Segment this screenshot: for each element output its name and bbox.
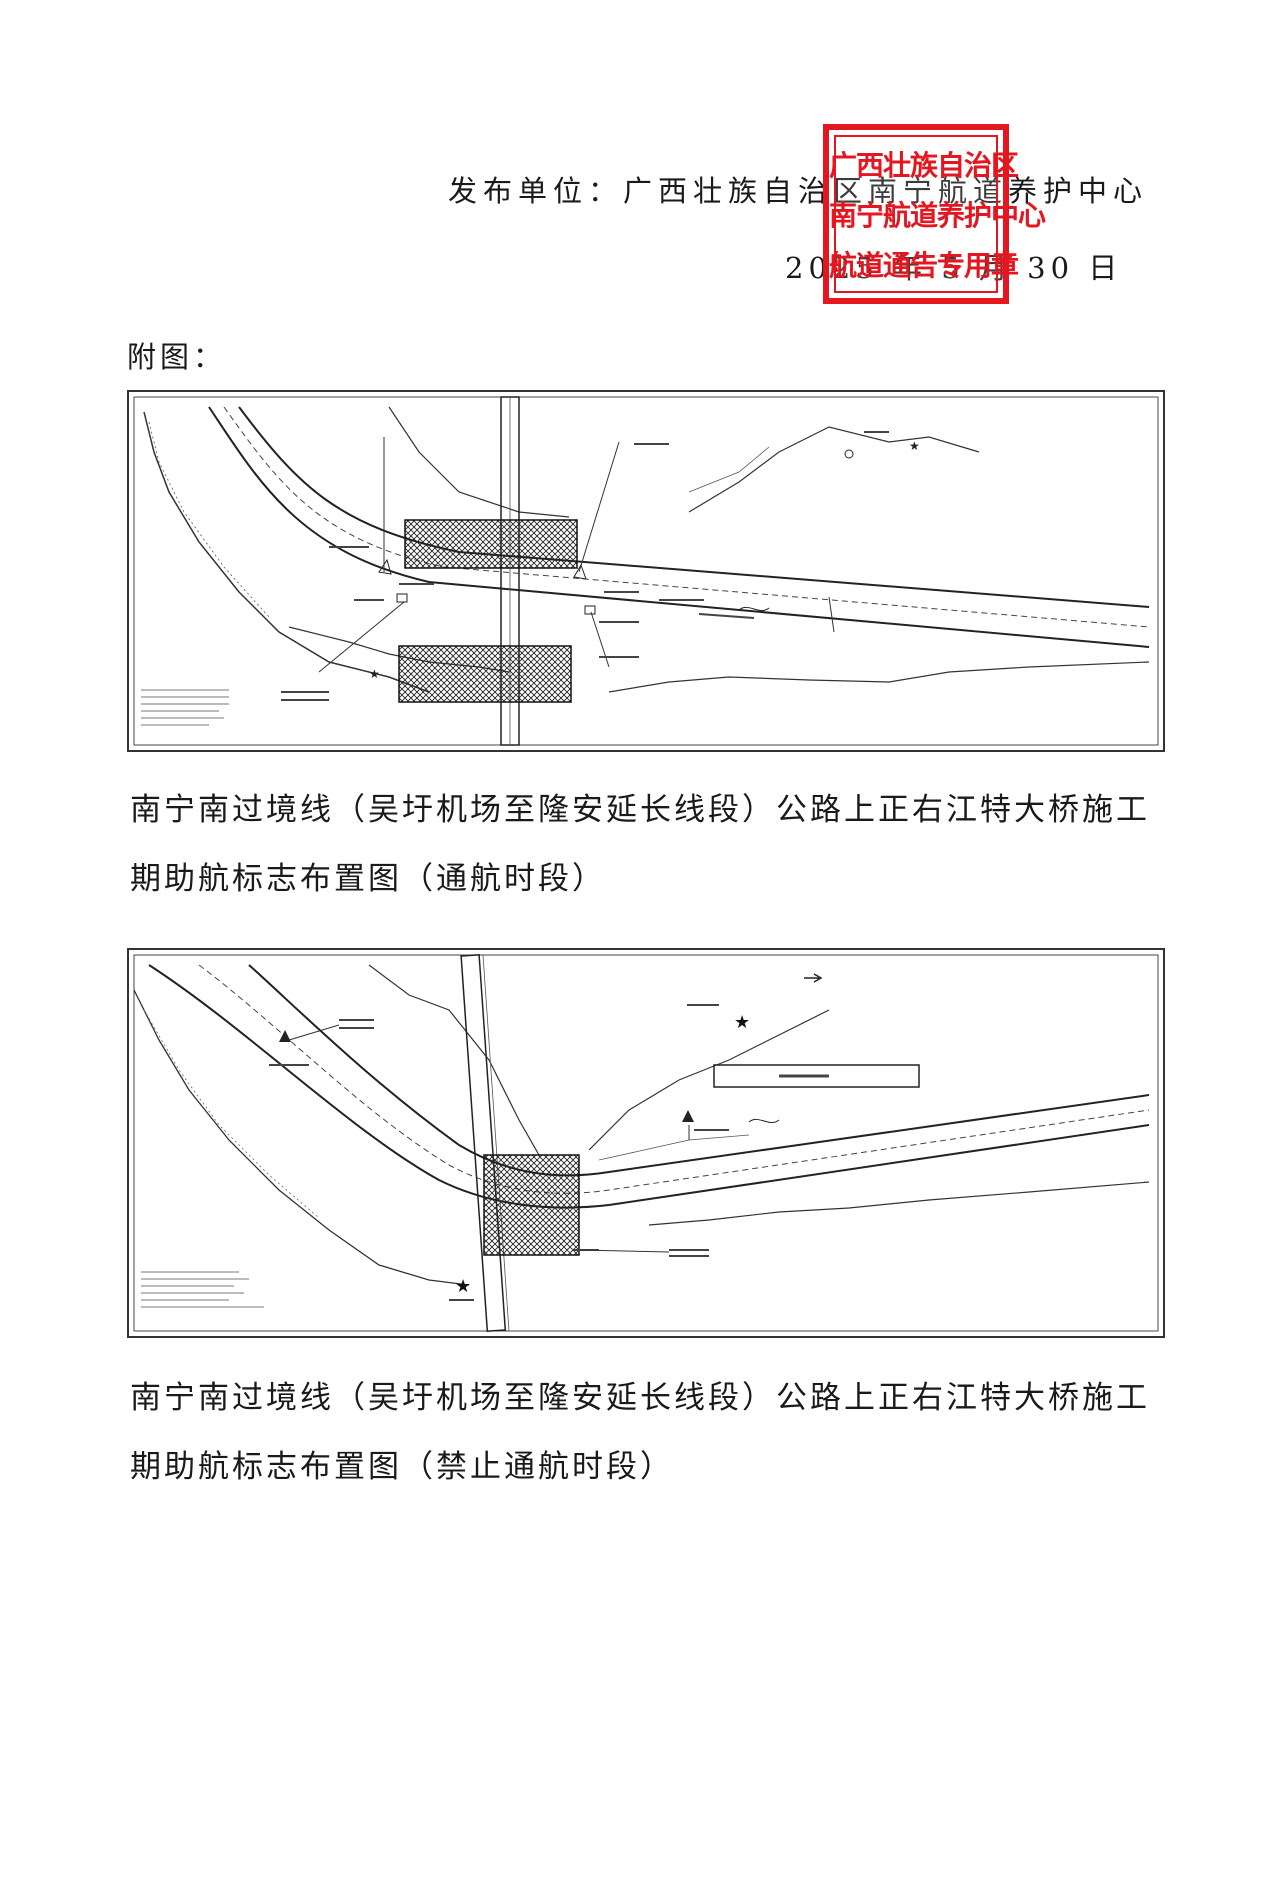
- official-seal: 广西壮族自治区 南宁航道养护中心 航道通告专用章: [823, 124, 1046, 304]
- svg-text:★: ★: [734, 1012, 750, 1033]
- map-navigation-period: ★ ★: [127, 390, 1165, 752]
- attachment-label: 附图：: [127, 340, 227, 374]
- seal-inner-border: [834, 135, 998, 293]
- issue-date: 2025 年 5 月 30 日: [785, 251, 1123, 285]
- construction-zone-upper: [404, 519, 578, 569]
- construction-zone-lower: [398, 645, 572, 703]
- map1-drawing: ★ ★: [133, 396, 1159, 746]
- channel-upper-edge: [208, 406, 1150, 648]
- upper-bank: [388, 406, 570, 518]
- channel-centerline: [223, 406, 1150, 628]
- figure2-caption-line2: 期助航标志布置图（禁止通航时段）: [130, 1449, 674, 1485]
- issuer-line: 发布单位：广西壮族自治区南宁航道养护中心: [448, 174, 1149, 208]
- svg-text:★: ★: [455, 1276, 471, 1297]
- map-no-navigation-period: ★ ★: [127, 948, 1165, 1338]
- left-bank: [143, 411, 430, 693]
- closure-zone: [483, 1154, 580, 1256]
- seal-line-2: 南宁航道养护中心: [829, 199, 1046, 232]
- bridge-deck: [460, 954, 507, 1332]
- upper-bank: [368, 964, 540, 1156]
- figure1-caption-line1: 南宁南过境线（吴圩机场至隆安延长线段）公路上正右江特大桥施工: [130, 792, 1150, 828]
- seal-line-3: 航道通告专用章: [829, 249, 1019, 282]
- svg-text:★: ★: [909, 439, 920, 453]
- map2-drawing: ★ ★: [133, 954, 1159, 1332]
- left-bank: [133, 989, 470, 1286]
- svg-text:★: ★: [369, 667, 380, 681]
- notice-board: [713, 1064, 920, 1088]
- seal-line-1: 广西壮族自治区: [829, 149, 1019, 182]
- figure2-caption-line1: 南宁南过境线（吴圩机场至隆安延长线段）公路上正右江特大桥施工: [130, 1380, 1150, 1416]
- channel-upper-edge: [148, 964, 1150, 1209]
- channel-lower-edge: [238, 406, 1150, 608]
- figure1-caption-line2: 期助航标志布置图（通航时段）: [130, 861, 606, 897]
